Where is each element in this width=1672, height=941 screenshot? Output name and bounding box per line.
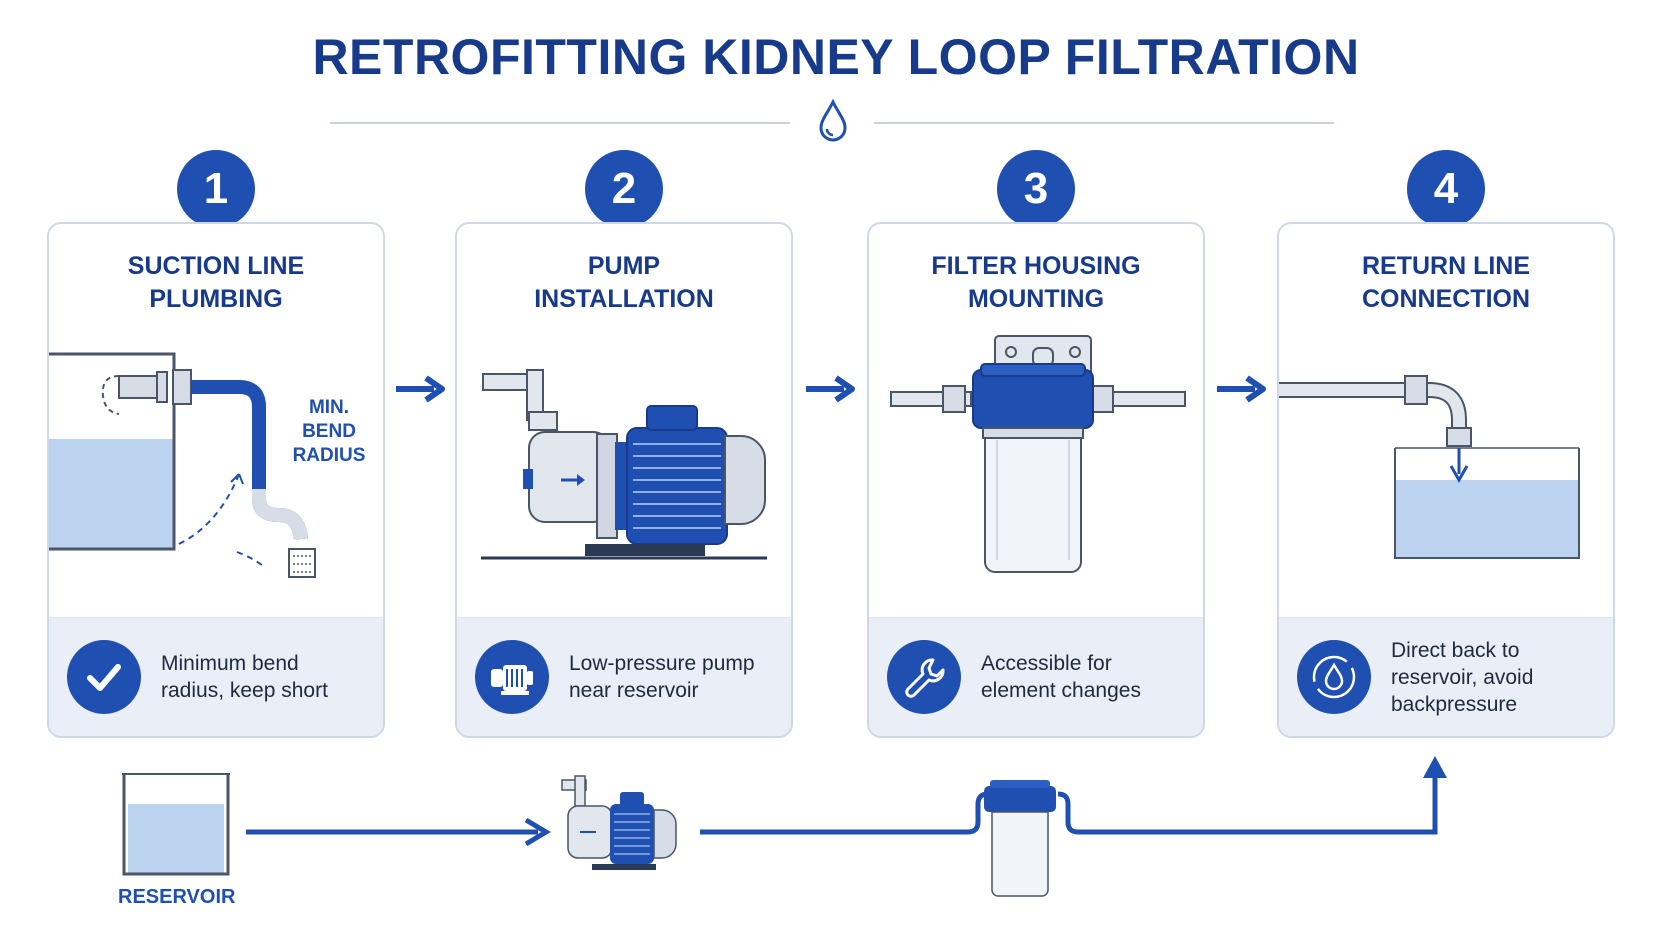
step-2-card: PUMP INSTALLATION Low-pressure pump near… <box>455 222 793 738</box>
step-2-footer: Low-pressure pump near reservoir <box>457 617 791 736</box>
pump-icon <box>475 640 549 714</box>
step-1-footer: Minimum bend radius, keep short <box>49 617 383 736</box>
step-2-badge: 2 <box>585 150 663 228</box>
reservoir-tank <box>122 773 230 876</box>
step-1-note: Minimum bend radius, keep short <box>161 652 328 702</box>
water-drop-icon <box>1297 640 1371 714</box>
mini-filter-housing <box>984 780 1056 897</box>
kidney-loop-flow-diagram <box>122 756 1447 897</box>
arrow-right-icon <box>1217 375 1266 403</box>
step-1-badge: 1 <box>177 150 255 228</box>
pump-illustration <box>481 369 767 560</box>
return-line-illustration <box>1279 375 1580 559</box>
step-3-footer: Accessible for element changes <box>869 617 1203 736</box>
step-4-card: RETURN LINE CONNECTION Direct back to re… <box>1277 222 1615 738</box>
mini-pump <box>561 775 677 870</box>
step-3-title: FILTER HOUSING MOUNTING <box>931 252 1141 313</box>
page-title: RETROFITTING KIDNEY LOOP FILTRATION <box>312 29 1360 85</box>
step-3-note: Accessible for element changes <box>981 652 1141 702</box>
step-2-note: Low-pressure pump near reservoir <box>569 652 755 702</box>
check-icon <box>67 640 141 714</box>
wrench-icon <box>887 640 961 714</box>
arrow-right-icon <box>396 375 445 403</box>
filter-housing-illustration <box>890 335 1186 573</box>
step-4-note: Direct back to reservoir, avoid backpres… <box>1391 638 1534 716</box>
reservoir-label: RESERVOIR <box>118 886 236 908</box>
step-4-footer: Direct back to reservoir, avoid backpres… <box>1279 617 1613 736</box>
step-4-title: RETURN LINE CONNECTION <box>1361 252 1531 313</box>
flow-arrow-icon <box>524 817 551 847</box>
min-bend-radius-callout: MIN. BEND RADIUS <box>292 397 366 466</box>
step-3-card: FILTER HOUSING MOUNTING Accessible for e… <box>867 222 1205 738</box>
suction-line-illustration <box>49 352 316 578</box>
water-drop-icon <box>819 98 847 142</box>
step-3-badge: 3 <box>997 150 1075 228</box>
arrow-right-icon <box>806 375 855 403</box>
step-1-card: SUCTION LINE PLUMBING MIN. BEND RADIUS M… <box>47 222 385 738</box>
step-2-title: PUMP INSTALLATION <box>534 252 714 313</box>
title-divider-right <box>874 122 1334 124</box>
title-divider-left <box>330 122 790 124</box>
step-1-title: SUCTION LINE PLUMBING <box>127 252 305 313</box>
flow-arrow-up-icon <box>1423 756 1447 778</box>
step-4-badge: 4 <box>1407 150 1485 228</box>
